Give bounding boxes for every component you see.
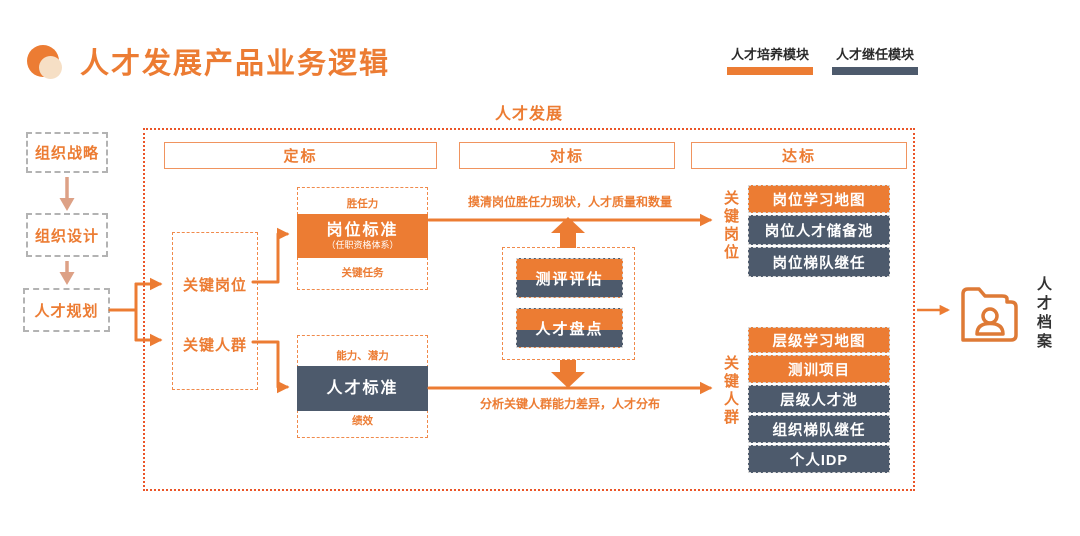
key-task-label: 关键任务 xyxy=(341,267,384,279)
column-header-achieve: 达标 xyxy=(691,142,907,169)
assessment-frame: 测评评估 人才盘点 xyxy=(502,247,635,360)
outcome-label: 岗位人才储备池 xyxy=(764,223,874,240)
step-label: 组织设计 xyxy=(34,227,99,245)
key-inputs-box: 关键岗位 关键人群 xyxy=(172,232,258,390)
outcome-label: 岗位梯队继任 xyxy=(772,255,866,272)
key-group-outcome-label: 关键人群 xyxy=(722,355,739,427)
outcome-label: 岗位学习地图 xyxy=(772,192,866,209)
key-position-input-label: 关键岗位 xyxy=(182,277,247,294)
assessment-label: 测评评估 xyxy=(535,270,604,288)
assessment-evaluation-box: 测评评估 xyxy=(516,258,623,298)
position-standard-box: 岗位标准 （任职资格体系） xyxy=(297,214,428,258)
legend-label: 人才培养模块 xyxy=(730,47,809,62)
outcome-label: 组织梯队继任 xyxy=(772,422,866,439)
person-shoulders-icon xyxy=(975,321,1005,336)
talent-standard-group: 能力、潜力 人才标准 绩效 xyxy=(297,335,428,438)
competency-label: 胜任力 xyxy=(346,198,379,210)
assessment-label: 人才盘点 xyxy=(535,320,604,338)
outcome-position-talent-pool: 岗位人才储备池 xyxy=(748,215,890,245)
talent-standard-box: 人才标准 xyxy=(297,366,428,411)
legend-item-succession: 人才继任模块 xyxy=(832,46,918,75)
outcome-label: 个人IDP xyxy=(789,452,849,469)
outcome-training-program: 测训项目 xyxy=(748,355,890,383)
outcome-org-succession: 组织梯队继任 xyxy=(748,415,890,443)
outcome-label: 测训项目 xyxy=(788,362,850,379)
step-label: 人才规划 xyxy=(34,302,99,320)
talent-archive-label: 人才档案 xyxy=(1035,276,1052,352)
performance-label: 绩效 xyxy=(352,415,373,427)
position-standard-subtitle: （任职资格体系） xyxy=(326,239,399,250)
pre-flow-step-talent-planning: 人才规划 xyxy=(23,288,110,332)
legend-item-training: 人才培养模块 xyxy=(727,46,813,75)
outcome-personal-idp: 个人IDP xyxy=(748,445,890,473)
outcome-position-succession: 岗位梯队继任 xyxy=(748,247,890,277)
column-label: 定标 xyxy=(283,148,318,165)
talent-review-box: 人才盘点 xyxy=(516,308,623,348)
pre-flow-step-org-design: 组织设计 xyxy=(26,213,108,257)
legend-label: 人才继任模块 xyxy=(835,47,914,62)
outcome-level-talent-pool: 层级人才池 xyxy=(748,385,890,413)
legend-color-bar-orange xyxy=(727,67,813,75)
outcome-level-learning-map: 层级学习地图 xyxy=(748,327,890,353)
outcome-position-learning-map: 岗位学习地图 xyxy=(748,185,890,213)
step-label: 组织战略 xyxy=(34,145,99,162)
talent-standard-name: 人才标准 xyxy=(326,379,399,397)
logo-circle-small-icon xyxy=(39,56,62,79)
main-frame-title: 人才发展 xyxy=(494,106,563,123)
position-standard-group: 胜任力 岗位标准 （任职资格体系） 关键任务 xyxy=(297,187,428,290)
key-group-input-label: 关键人群 xyxy=(182,337,247,354)
page-title: 人才发展产品业务逻辑 xyxy=(80,48,391,80)
legend-color-bar-navy xyxy=(832,67,918,75)
person-icon xyxy=(981,307,999,325)
column-header-define: 定标 xyxy=(164,142,437,169)
outcome-label: 层级人才池 xyxy=(780,392,858,409)
talent-archive-folder-icon xyxy=(961,287,1018,342)
position-standard-name: 岗位标准 xyxy=(326,221,399,239)
ability-potential-label: 能力、潜力 xyxy=(336,350,389,362)
pre-flow-step-strategy: 组织战略 xyxy=(26,132,108,173)
bottom-flow-note: 分析关键人群能力差异，人才分布 xyxy=(479,397,660,411)
column-label: 对标 xyxy=(549,148,584,165)
column-label: 达标 xyxy=(781,148,816,165)
top-flow-note: 摸清岗位胜任力现状，人才质量和数量 xyxy=(467,195,672,209)
key-position-outcome-label: 关键岗位 xyxy=(722,190,739,262)
talent-development-frame xyxy=(143,128,915,491)
outcome-label: 层级学习地图 xyxy=(772,333,866,350)
column-header-benchmark: 对标 xyxy=(459,142,675,169)
